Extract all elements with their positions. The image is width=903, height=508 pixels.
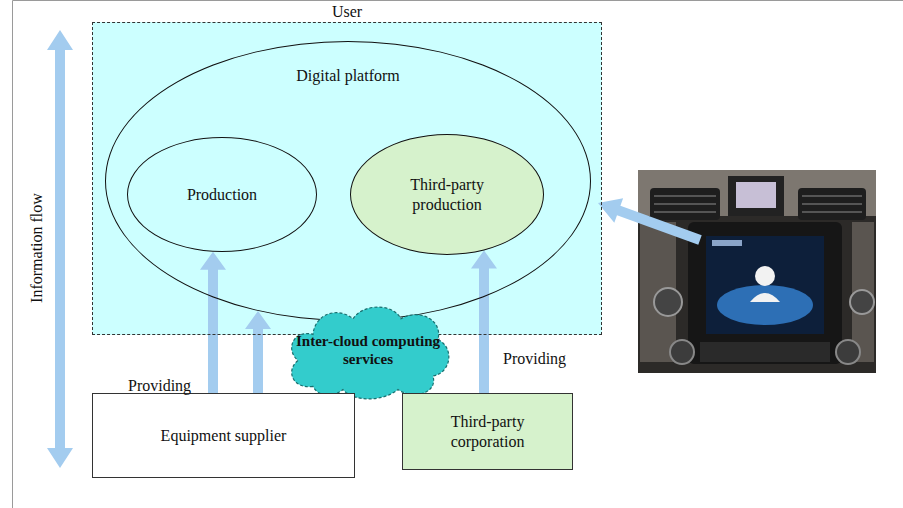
heading-text: Digital platform [296, 66, 400, 85]
cloud-shape: Inter-cloud computing services [283, 298, 453, 402]
arrow-label: Providing [503, 349, 566, 368]
node-text: Production [187, 185, 257, 204]
flow-arrow [471, 250, 497, 393]
photo-arrow [598, 198, 702, 244]
flow-arrow [200, 252, 226, 393]
axis-label: Information flow [27, 193, 46, 303]
heading-text: User [332, 2, 362, 21]
flow-arrow [245, 311, 271, 393]
platform-ellipse: Digital platformProduction Third-party pr… [105, 41, 591, 321]
node-text: Third-party corporation [428, 412, 548, 450]
arrow-label: Providing [128, 376, 191, 395]
third-party-ellipse: Third-party production [350, 134, 544, 255]
user-region-fill [92, 22, 602, 335]
frame-line [13, 1, 903, 508]
node-text: Equipment supplier [161, 426, 287, 445]
process-box: Equipment supplier [92, 393, 355, 478]
node-text: Inter-cloud computing services [296, 332, 441, 368]
process-box: Third-party corporation [402, 393, 573, 470]
user-region: UserDigital platformProductionThird-part… [92, 22, 602, 335]
cloud-outline [283, 298, 453, 402]
car-dashboard-photo [638, 170, 876, 373]
node-text: Third-party production [392, 175, 502, 213]
information-flow-arrow [47, 30, 73, 468]
production-ellipse: Production [127, 137, 317, 252]
